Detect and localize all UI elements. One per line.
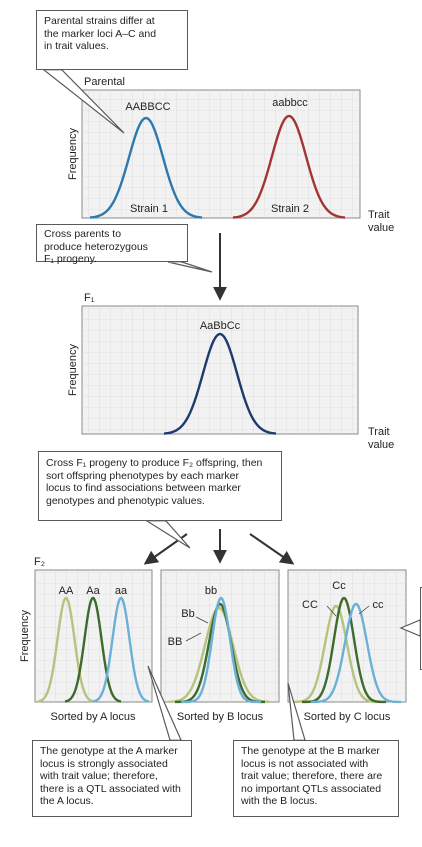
parental-ylabel: Frequency [67,128,79,180]
f2-a-curve-AA [37,596,95,703]
b-locus-callout-line5: with the B locus. [241,795,318,807]
label-Aa: Aa [86,585,100,597]
f2-callout-line1: Cross F₁ progeny to produce F₂ offspring… [46,457,263,469]
label-bb: bb [205,585,217,597]
BB-leader-line [185,632,202,642]
f2-c-curve-CC [290,604,382,704]
strain1-curve [89,116,203,219]
f2-a-curve-aa [92,596,150,703]
f2-b-curve-BB [168,606,270,704]
parental-title: Parental [84,76,125,88]
parental-callout-line1: Parental strains differ at [44,15,155,27]
genotype-aabbcc: aabbcc [272,97,308,109]
parental-callout-line3: in trait values. [44,40,109,52]
genotype-AaBbCc: AaBbCc [200,320,241,332]
f2-c-curve-Cc [302,596,386,704]
f1-callout-line3: F₁ progeny. [44,253,97,265]
strain-1-label: Strain 1 [130,203,168,215]
f2-callout-line4: genotypes and phenotypic values. [46,494,205,507]
c-locus-callout-clipped [420,587,422,670]
cc-leader-line [358,605,370,615]
f1-grid [82,306,358,434]
f2-b-curve-bb [181,596,261,704]
a-locus-callout-line1: The genotype at the A marker [40,745,178,757]
label-Bb: Bb [181,608,194,620]
f2-callout-line3: locus to find associations between marke… [46,482,241,494]
a-locus-callout-line4: there is a QTL associated with [40,782,181,795]
label-CC: CC [302,599,318,611]
parental-grid [82,90,360,218]
f1-callout-line2: produce heterozygous [44,240,148,253]
a-locus-callout-line2: locus is strongly associated [40,757,168,770]
caption-sorted-c: Sorted by C locus [304,711,391,723]
a-locus-callout-line3: with trait value; therefore, [40,770,158,782]
caption-sorted-a: Sorted by A locus [51,711,136,723]
f1-xlabel-line1: Trait [368,426,390,438]
strain-2-label: Strain 2 [271,203,309,215]
f2-ylabel: Frequency [19,610,31,662]
f1-xlabel-line2: value [368,439,394,451]
f2-b-curve-Bb [174,602,266,704]
f1-ylabel: Frequency [67,344,79,396]
b-locus-callout-line2: locus is not associated with [241,757,369,770]
f2-c-curve-cc [310,602,402,704]
label-AA: AA [59,585,74,597]
CC-leader-line [326,605,337,617]
label-cc: cc [373,599,385,611]
label-Cc: Cc [332,580,346,592]
genotype-AABBCC: AABBCC [125,101,170,113]
parental-xlabel-line1: Trait [368,209,390,221]
f1-curve [163,332,277,435]
f2-b-grid [161,570,279,702]
strain2-curve [232,114,346,219]
f2-callout-pointer [144,520,191,549]
parental-callout-line2: the marker loci A–C and [44,27,157,40]
f2-a-curve-Aa [64,596,122,703]
b-locus-callout-line4: no important QTLs associated [241,782,382,795]
b-locus-callout-line3: trait value; therefore, there are [241,770,383,782]
f1-callout: Cross parents to produce heterozygous F₁… [36,224,188,265]
f2-a-grid [35,570,152,702]
label-BB: BB [168,636,183,648]
f1-title: F₁ [84,292,95,304]
b-locus-callout-line1: The genotype at the B marker [241,745,380,757]
label-aa: aa [115,585,128,597]
b-locus-callout: The genotype at the B marker locus is no… [233,740,399,817]
f2-callout: Cross F₁ progeny to produce F₂ offspring… [38,451,282,521]
caption-sorted-b: Sorted by B locus [177,711,264,723]
a-locus-callout-line5: the A locus. [40,795,94,807]
f2-callout-line2: sort offspring phenotypes by each marker [46,469,239,482]
f1-callout-line1: Cross parents to [44,228,122,240]
bb-leader-line [195,616,209,624]
parental-callout: Parental strains differ at the marker lo… [36,10,188,70]
arrow-to-f2-c [249,533,295,565]
f2-title: F₂ [34,556,45,568]
parental-xlabel-line2: value [368,222,394,234]
a-locus-callout: The genotype at the A marker locus is st… [32,740,192,817]
